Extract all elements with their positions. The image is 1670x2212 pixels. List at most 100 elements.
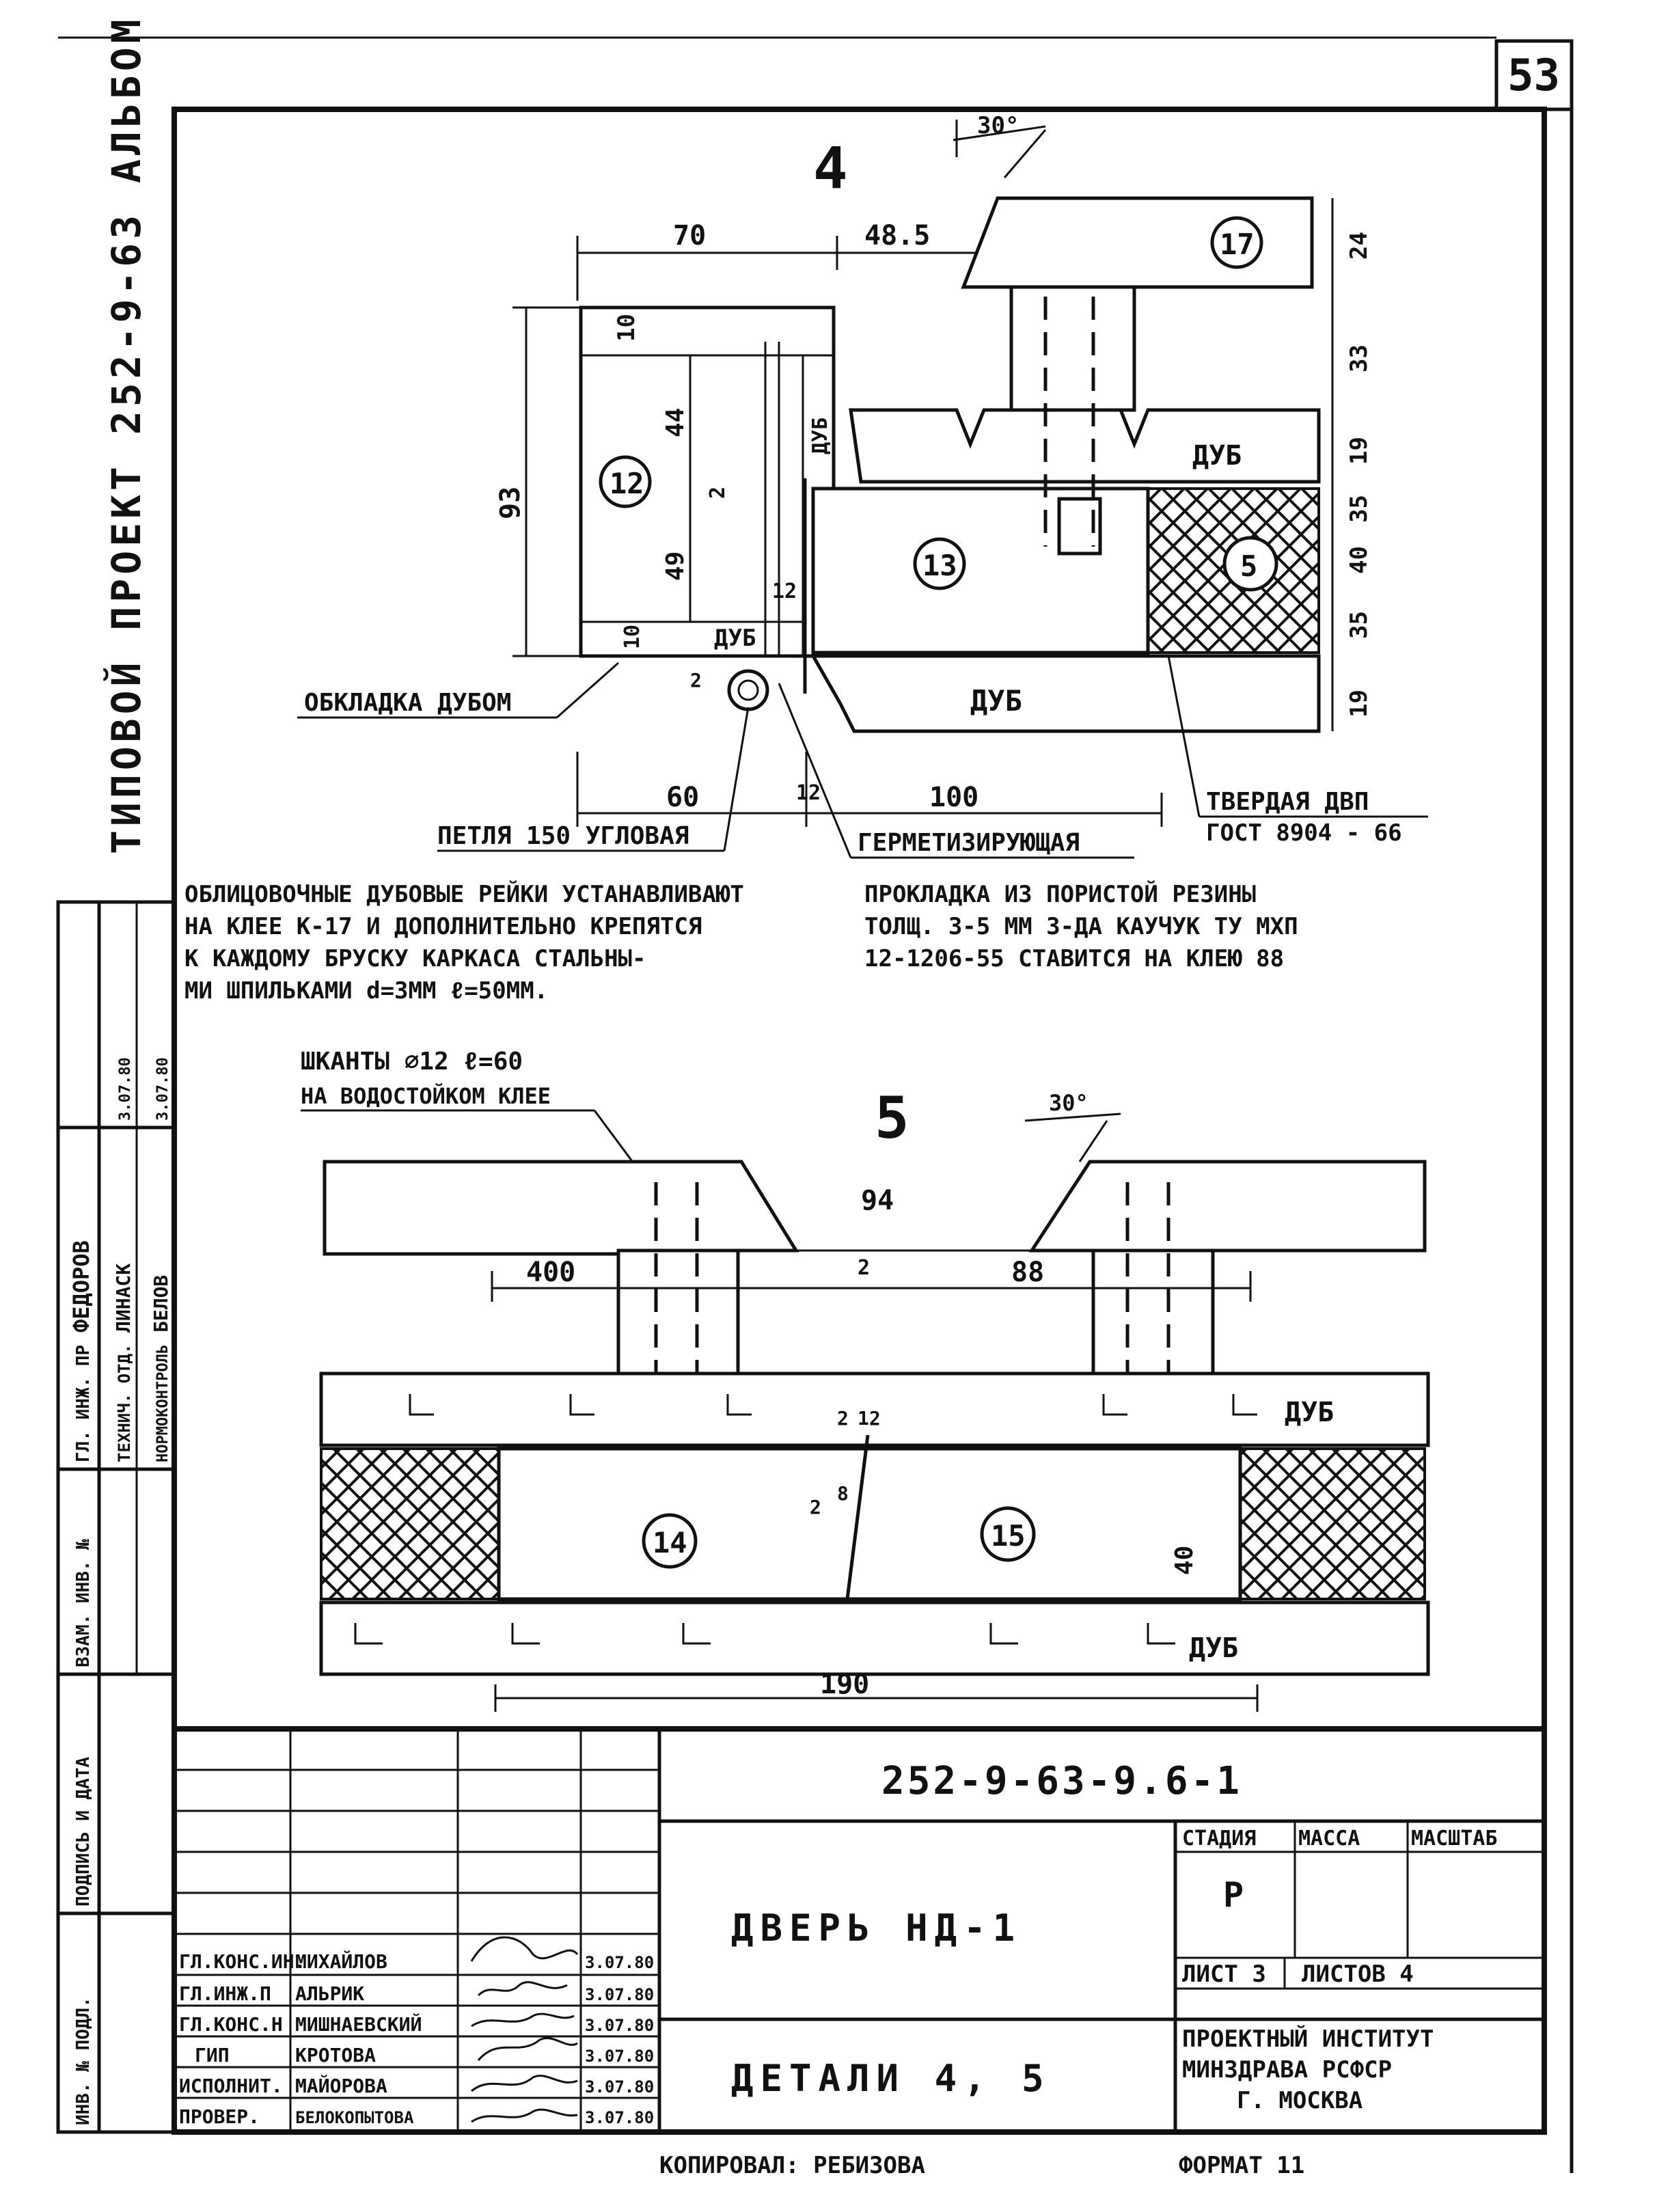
dim-93: 93 — [495, 487, 526, 519]
dim-100: 100 — [929, 782, 978, 813]
detail-5-angle: 30° — [1049, 1090, 1089, 1116]
side-label-replaces: ВЗАМ. ИНВ. № — [73, 1539, 94, 1667]
part-14-id: 14 — [653, 1526, 687, 1559]
note-right-line-2: ТОЛЩ. 3-5 ММ 3-ДА КАУЧУК ТУ МХП — [864, 913, 1298, 940]
note-left-line-2: НА КЛЕЕ К-17 И ДОПОЛНИТЕЛЬНО КРЕПЯТСЯ — [184, 913, 702, 940]
dim-40: 40 — [1345, 546, 1373, 574]
name-2: АЛЬРИК — [295, 1982, 364, 2005]
part-13-block — [811, 487, 1150, 655]
scale-header: МАСШТАБ — [1411, 1827, 1497, 1851]
material-oak-d5-b: ДУБ — [1189, 1633, 1238, 1664]
copied-by: КОПИРОВАЛ: РЕБИЗОВА — [659, 2152, 925, 2179]
dim-2b-d5: 2 — [837, 1407, 849, 1430]
dim-12-d5: 12 — [858, 1407, 881, 1430]
note-lining: ОБКЛАДКА ДУБОМ — [304, 689, 511, 717]
hinge-circle — [727, 669, 769, 711]
material-oak-d4-c: ДУБ — [1192, 440, 1242, 472]
insulation-left-d5 — [320, 1447, 500, 1600]
note-right-line-3: 12-1206-55 СТАВИТСЯ НА КЛЕЮ 88 — [864, 945, 1284, 972]
date-3: 3.07.80 — [585, 2016, 654, 2035]
signature-4 — [477, 2037, 578, 2061]
note-left-line-4: МИ ШПИЛЬКАМИ d=3ММ ℓ=50ММ. — [184, 977, 548, 1005]
page-number-box: 53 — [1494, 39, 1574, 111]
part-12-id: 12 — [610, 467, 644, 500]
dim-70: 70 — [673, 220, 706, 251]
note-hinge: ПЕТЛЯ 150 УГЛОВАЯ — [437, 822, 689, 850]
stage-value: Р — [1223, 1875, 1244, 1915]
side-label-original: ИНВ. № ПОДЛ. — [73, 1997, 94, 2125]
format-label: ФОРМАТ 11 — [1179, 2152, 1304, 2179]
side-label-signature: ПОДПИСЬ И ДАТА — [73, 1757, 94, 1907]
role-2: ГЛ.ИНЖ.П — [179, 1982, 271, 2005]
detail-4: 4 30° 70 48.5 12 10 44 2 49 12 10 ДУБ ДУ… — [297, 112, 1428, 859]
note-sealing: ГЕРМЕТИЗИРУЮЩАЯ — [858, 829, 1080, 857]
note-left-line-1: ОБЛИЦОВОЧНЫЕ ДУБОВЫЕ РЕЙКИ УСТАНАВЛИВАЮТ — [184, 880, 744, 908]
side-row-1-title: ГЛ. ИНЖ. ПР — [73, 1345, 94, 1462]
dim-35b: 35 — [1345, 611, 1373, 639]
oak-plank-bottom-d5 — [319, 1600, 1430, 1676]
role-1: ГЛ.КОНС.ИН. — [179, 1950, 305, 1973]
dim-24: 24 — [1345, 232, 1373, 260]
dim-2a: 2 — [858, 1256, 870, 1280]
dowel-stem-d5-right — [1091, 1248, 1215, 1376]
side-row-3-date: 3.07.80 — [154, 1057, 172, 1121]
detail-4-angle: 30° — [977, 112, 1019, 139]
side-row-2-title: ТЕХНИЧ. ОТД. — [115, 1344, 134, 1462]
side-row-1-name: ФЕДОРОВ — [68, 1240, 94, 1333]
note-left-line-3: К КАЖДОМУ БРУСКУ КАРКАСА СТАЛЬНЫ- — [184, 945, 646, 972]
date-1: 3.07.80 — [585, 1953, 654, 1972]
side-title: ТИПОВОЙ ПРОЕКТ 252-9-63 АЛЬБОМ V — [102, 0, 150, 854]
org-line-1: ПРОЕКТНЫЙ ИНСТИТУТ — [1182, 2025, 1434, 2053]
dim-10b: 10 — [620, 625, 644, 649]
dim-2c-d5: 2 — [810, 1496, 821, 1518]
material-oak-d4-a: ДУБ — [808, 418, 832, 454]
dim-190: 190 — [820, 1669, 869, 1700]
note-fiberboard: ТВЕРДАЯ ДВП — [1206, 788, 1369, 816]
dim-44: 44 — [661, 408, 689, 437]
name-3: МИШНАЕВСКИЙ — [295, 2012, 422, 2036]
leaf-core-d5 — [497, 1447, 1242, 1601]
detail-5: 5 ШКАНТЫ ⌀12 ℓ=60 НА ВОДОСТОЙКОМ КЛЕЕ 30… — [301, 1048, 1430, 1712]
date-5: 3.07.80 — [585, 2077, 654, 2097]
insulation-right-d5 — [1239, 1447, 1426, 1600]
note-left: ОБЛИЦОВОЧНЫЕ ДУБОВЫЕ РЕЙКИ УСТАНАВЛИВАЮТ… — [184, 880, 744, 1005]
dim-12: 12 — [772, 579, 797, 603]
page-number: 53 — [1507, 51, 1560, 101]
top-board-right-d5 — [1028, 1160, 1427, 1253]
signature-3 — [471, 2012, 575, 2027]
dowel-stem-d5-left — [616, 1248, 740, 1376]
material-oak-d4-b: ДУБ — [714, 625, 756, 652]
sheet-title: ДЕТАЛИ 4, 5 — [731, 2057, 1051, 2100]
dim-8-d5: 8 — [837, 1482, 849, 1505]
material-oak-d5-a: ДУБ — [1285, 1397, 1334, 1428]
object-name: ДВЕРЬ НД-1 — [731, 1907, 1022, 1950]
name-1: МИХАЙЛОВ — [295, 1950, 387, 1973]
dim-2b: 2 — [690, 669, 702, 692]
signature-1 — [470, 1936, 579, 1962]
dim-94: 94 — [861, 1185, 894, 1216]
detail-4-label: 4 — [813, 135, 848, 202]
date-6: 3.07.80 — [585, 2108, 654, 2127]
org-line-3: Г. МОСКВА — [1237, 2087, 1363, 2114]
part-15-id: 15 — [991, 1519, 1026, 1553]
dim-10a: 10 — [613, 314, 640, 342]
dim-19b: 19 — [1345, 689, 1373, 718]
oak-plank-top-d4 — [849, 408, 1321, 484]
side-row-2-name: ЛИНАСК — [112, 1264, 135, 1333]
date-4: 3.07.80 — [585, 2047, 654, 2066]
side-row-3-title: НОРМОКОНТРОЛЬ — [154, 1345, 172, 1462]
dim-2: 2 — [706, 487, 730, 499]
note-dowels-1: ШКАНТЫ ⌀12 ℓ=60 — [301, 1048, 523, 1076]
sheet-number: ЛИСТ 3 — [1182, 1961, 1266, 1988]
oak-plank-bottom-d4 — [810, 654, 1321, 733]
name-6: БЕЛОКОПЫТОВА — [295, 2108, 414, 2127]
part-12-block — [579, 305, 836, 658]
signature-5 — [471, 2075, 578, 2092]
role-4: ГИП — [195, 2044, 230, 2066]
signature-6 — [471, 2108, 578, 2123]
part-5-id: 5 — [1240, 549, 1257, 583]
dim-12b: 12 — [796, 781, 821, 805]
title-block: 252-9-63-9.6-1 ДВЕРЬ НД-1 ДЕТАЛИ 4, 5 СТ… — [172, 1726, 1547, 2179]
dim-40-d5: 40 — [1171, 1546, 1199, 1575]
